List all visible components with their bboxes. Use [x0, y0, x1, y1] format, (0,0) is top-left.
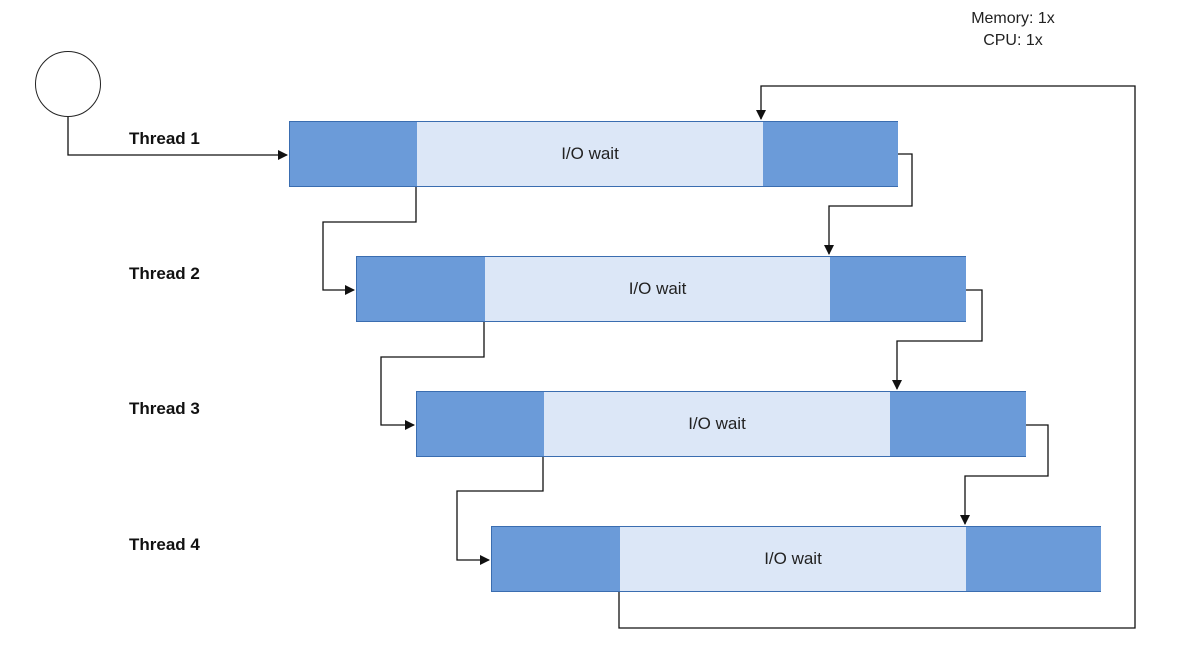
connector-loop-back	[618, 85, 1136, 629]
thread-4-io-wait: I/O wait	[620, 527, 966, 591]
io-wait-label: I/O wait	[764, 549, 822, 568]
connector-start-to-thread-1	[67, 117, 288, 160]
thread-label-4: Thread 4	[129, 535, 200, 554]
thread-1-bar: I/O wait	[289, 121, 898, 187]
connector-t2-to-t3	[380, 322, 485, 430]
connector-t3-end-to-t4-end	[960, 424, 1049, 525]
thread-2-io-wait: I/O wait	[485, 257, 830, 321]
connector-t1-to-t2	[322, 187, 417, 295]
io-wait-label: I/O wait	[561, 144, 619, 163]
thread-1-cpu-end	[763, 122, 898, 186]
thread-label-2: Thread 2	[129, 264, 200, 283]
connector-t3-to-t4	[456, 457, 544, 565]
thread-2-cpu-start	[357, 257, 485, 321]
memory-stat: Memory: 1x	[971, 10, 1055, 27]
thread-label-1: Thread 1	[129, 129, 200, 148]
thread-4-bar: I/O wait	[491, 526, 1101, 592]
io-wait-label: I/O wait	[688, 414, 746, 433]
thread-label-3: Thread 3	[129, 399, 200, 418]
thread-3-bar: I/O wait	[416, 391, 1026, 457]
cpu-stat: CPU: 1x	[983, 32, 1043, 49]
thread-4-cpu-end	[966, 527, 1101, 591]
thread-3-cpu-start	[417, 392, 544, 456]
start-node-circle	[35, 51, 101, 117]
connector-t1-end-to-t2-end	[824, 153, 913, 255]
thread-1-io-wait: I/O wait	[417, 122, 763, 186]
thread-2-bar: I/O wait	[356, 256, 966, 322]
thread-3-io-wait: I/O wait	[544, 392, 890, 456]
resource-summary: Memory: 1x CPU: 1x	[930, 8, 1096, 52]
thread-1-cpu-start	[290, 122, 417, 186]
thread-3-cpu-end	[890, 392, 1026, 456]
thread-2-cpu-end	[830, 257, 966, 321]
io-wait-label: I/O wait	[628, 279, 687, 298]
connector-t2-end-to-t3-end	[892, 289, 983, 390]
thread-4-cpu-start	[492, 527, 620, 591]
